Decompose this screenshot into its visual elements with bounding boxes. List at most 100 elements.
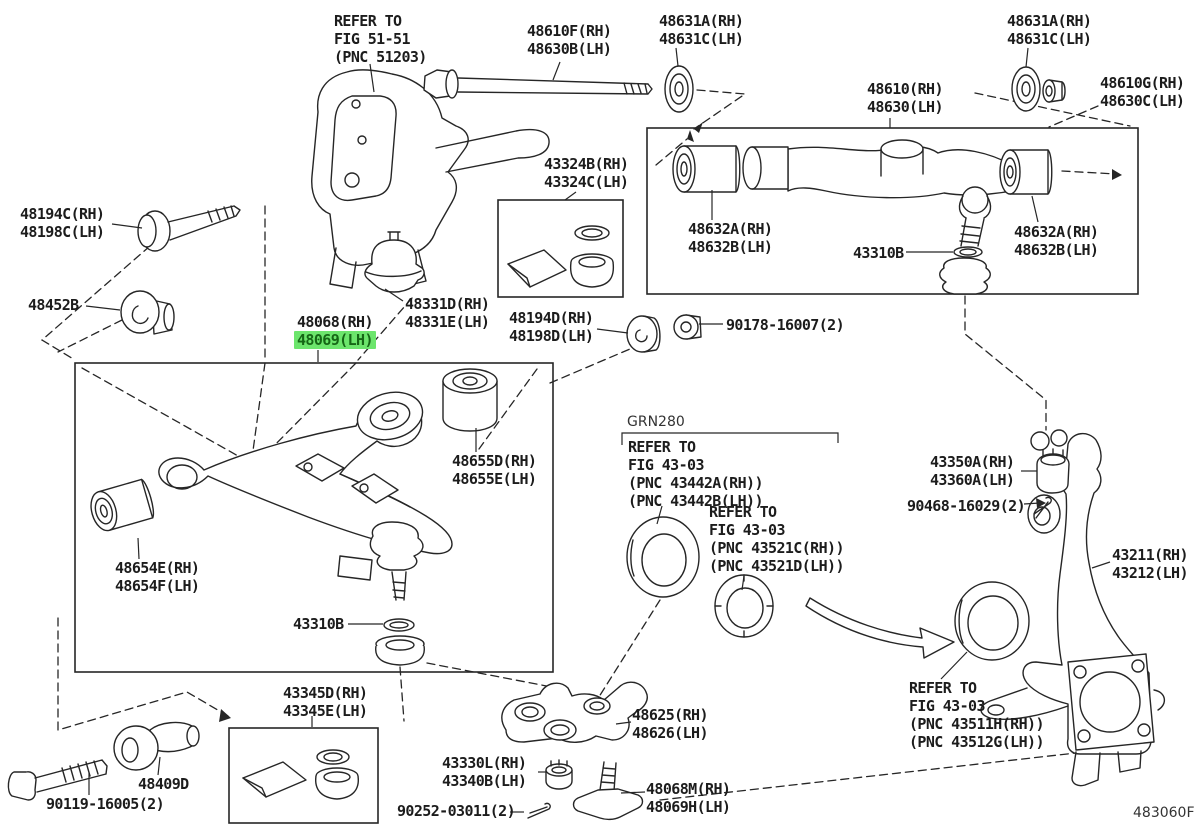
part-48610g-48630c[interactable]: 48610G(RH)48630C(LH) [1100,74,1185,110]
part-48068m-48069h[interactable]: 48068M(RH)48069H(LH) [646,780,731,816]
part-48068m-48069h-line-0[interactable]: 48068M(RH) [646,780,731,798]
part-48331d-48331e-line-1[interactable]: 48331E(LH) [405,313,490,331]
cotter-pin-90468-drawing [1033,496,1052,519]
part-48194d-48198d-line-1[interactable]: 48198D(LH) [509,327,594,345]
part-48068m-48069h-line-1[interactable]: 48069H(LH) [646,798,731,816]
balljoint-kit-contents-drawing [242,749,359,800]
part-48194c-48198c[interactable]: 48194C(RH)48198C(LH) [20,205,105,241]
nut-48610g-drawing [1042,79,1066,103]
part-48194d-48198d-line-0[interactable]: 48194D(RH) [509,309,594,327]
part-48625-48626-line-0[interactable]: 48625(RH) [632,706,708,724]
group-grn280-line-0: GRN280 [627,414,685,430]
part-48655d-48655e-line-0[interactable]: 48655D(RH) [452,452,537,470]
figure-code: 483060F [1133,804,1195,822]
part-43310b-upper-line-0[interactable]: 43310B [853,244,904,262]
part-48409d-line-0[interactable]: 48409D [138,775,189,793]
part-43345d-43345e-line-1[interactable]: 43345E(LH) [283,702,368,720]
part-48068-48069-line-0[interactable]: 48068(RH) [297,313,373,331]
part-90178-16007-line-0[interactable]: 90178-16007(2) [726,316,845,334]
balljoint-kit-box-43345 [228,727,379,824]
leader-lines [85,47,1111,813]
part-48452b[interactable]: 48452B [28,296,79,314]
part-48654e-48654f-line-1[interactable]: 48654F(LH) [115,577,200,595]
note-refer-fig-43-03-b-line-3: (PNC 43521D(LH)) [709,557,845,575]
part-48631a-48631c-right[interactable]: 48631A(RH)48631C(LH) [1007,12,1092,48]
part-43310b-lower[interactable]: 43310B [293,615,344,633]
part-48654e-48654f-line-0[interactable]: 48654E(RH) [115,559,200,577]
part-43330l-43340b-line-1[interactable]: 43340B(LH) [442,772,527,790]
part-90178-16007[interactable]: 90178-16007(2) [726,316,845,334]
note-refer-fig-51-51-line-0: REFER TO [334,12,402,30]
part-48610f-48630b-line-0[interactable]: 48610F(RH) [527,22,612,40]
part-48631a-48631c-mid[interactable]: 48631A(RH)48631C(LH) [659,12,744,48]
part-90119-16005-line-0[interactable]: 90119-16005(2) [46,795,165,813]
part-48068-48069[interactable]: 48068(RH)48069(LH) [294,313,376,349]
part-48632a-48632b-left[interactable]: 48632A(RH)48632B(LH) [688,220,773,256]
part-48654e-48654f[interactable]: 48654E(RH)48654F(LH) [115,559,200,595]
part-48194c-48198c-line-1[interactable]: 48198C(LH) [20,223,105,241]
part-48610g-48630c-line-0[interactable]: 48610G(RH) [1100,74,1185,92]
part-48409d[interactable]: 48409D [138,775,189,793]
part-43310b-upper[interactable]: 43310B [853,244,904,262]
part-43310b-lower-line-0[interactable]: 43310B [293,615,344,633]
part-90252-03011-line-0[interactable]: 90252-03011(2) [397,802,516,820]
part-43350a-43360a-line-1[interactable]: 43360A(LH) [930,471,1015,489]
part-43211-43212-line-1[interactable]: 43212(LH) [1112,564,1188,582]
figure-code-line-0: 483060F [1133,805,1195,821]
part-48631a-48631c-mid-line-0[interactable]: 48631A(RH) [659,12,744,30]
note-refer-fig-43-03-a-line-0: REFER TO [628,438,696,456]
part-48632a-48632b-left-line-0[interactable]: 48632A(RH) [688,220,773,238]
part-48610-48630-line-0[interactable]: 48610(RH) [867,80,943,98]
part-43330l-43340b-line-0[interactable]: 43330L(RH) [442,754,527,772]
part-90468-16029[interactable]: 90468-16029(2) [907,497,1026,515]
part-48632a-48632b-left-line-1[interactable]: 48632B(LH) [688,238,773,256]
part-48631a-48631c-right-line-0[interactable]: 48631A(RH) [1007,12,1092,30]
part-90252-03011[interactable]: 90252-03011(2) [397,802,516,820]
part-48625-48626[interactable]: 48625(RH)48626(LH) [632,706,708,742]
part-43350a-43360a[interactable]: 43350A(RH)43360A(LH) [930,453,1015,489]
bolt-48068m-drawing [572,761,644,821]
part-48655d-48655e[interactable]: 48655D(RH)48655E(LH) [452,452,537,488]
part-48631a-48631c-mid-line-1[interactable]: 48631C(LH) [659,30,744,48]
part-48625-48626-line-1[interactable]: 48626(LH) [632,724,708,742]
part-43330l-43340b[interactable]: 43330L(RH)43340B(LH) [442,754,527,790]
part-48331d-48331e-line-0[interactable]: 48331D(RH) [405,295,490,313]
castle-nut-43350a-drawing [1036,448,1070,494]
note-refer-fig-43-03-c-line-3: (PNC 43512G(LH)) [909,733,1045,751]
part-90468-16029-line-0[interactable]: 90468-16029(2) [907,497,1026,515]
cam-48409d-drawing [113,721,200,771]
note-refer-fig-43-03-b-line-1: FIG 43-03 [709,521,785,539]
part-43345d-43345e-line-0[interactable]: 43345D(RH) [283,684,368,702]
part-48194c-48198c-line-0[interactable]: 48194C(RH) [20,205,105,223]
part-48655d-48655e-line-1[interactable]: 48655E(LH) [452,470,537,488]
nut-90178-drawing [673,314,702,340]
part-48632a-48632b-right-line-0[interactable]: 48632A(RH) [1014,223,1099,241]
part-43345d-43345e[interactable]: 43345D(RH)43345E(LH) [283,684,368,720]
camber-kit-contents-drawing [507,225,615,288]
part-43324b-43324c-line-0[interactable]: 43324B(RH) [544,155,629,173]
seal-43442-drawing [626,516,700,598]
part-48610-48630-line-1[interactable]: 48630(LH) [867,98,943,116]
cam-washer-48194d-drawing [626,315,661,353]
part-48194d-48198d[interactable]: 48194D(RH)48198D(LH) [509,309,594,345]
part-43324b-43324c-line-1[interactable]: 43324C(LH) [544,173,629,191]
part-48610g-48630c-line-1[interactable]: 48630C(LH) [1100,92,1185,110]
part-48331d-48331e[interactable]: 48331D(RH)48331E(LH) [405,295,490,331]
cam-plate-48452b-drawing [120,290,175,335]
part-48068-48069-line-1[interactable]: 48069(LH) [294,331,376,349]
part-43350a-43360a-line-0[interactable]: 43350A(RH) [930,453,1015,471]
part-48610f-48630b-line-1[interactable]: 48630B(LH) [527,40,612,58]
note-refer-fig-51-51-line-1: FIG 51-51 [334,30,410,48]
part-48632a-48632b-right[interactable]: 48632A(RH)48632B(LH) [1014,223,1099,259]
part-43324b-43324c[interactable]: 43324B(RH)43324C(LH) [544,155,629,191]
part-43211-43212-line-0[interactable]: 43211(RH) [1112,546,1188,564]
part-48452b-line-0[interactable]: 48452B [28,296,79,314]
part-48631a-48631c-right-line-1[interactable]: 48631C(LH) [1007,30,1092,48]
part-48632a-48632b-right-line-1[interactable]: 48632B(LH) [1014,241,1099,259]
bolt-90119-drawing [7,759,108,801]
part-48610-48630[interactable]: 48610(RH)48630(LH) [867,80,943,116]
part-48610f-48630b[interactable]: 48610F(RH)48630B(LH) [527,22,612,58]
part-90119-16005[interactable]: 90119-16005(2) [46,795,165,813]
part-43211-43212[interactable]: 43211(RH)43212(LH) [1112,546,1188,582]
